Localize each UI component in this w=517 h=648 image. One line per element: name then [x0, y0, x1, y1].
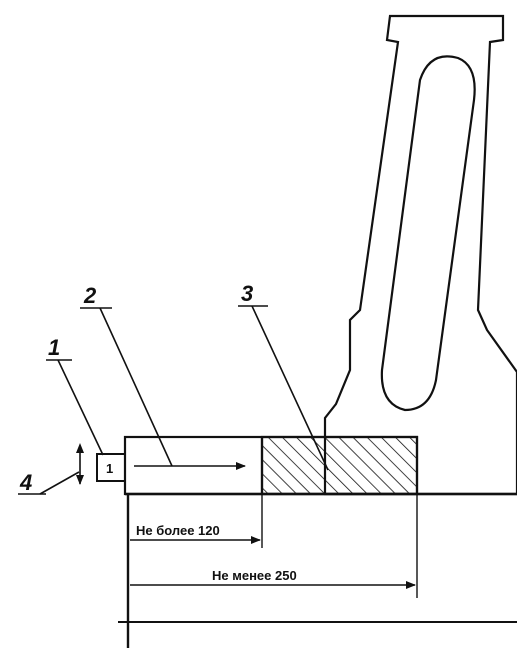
dimension-min-label: Не менее 250 [212, 568, 297, 583]
callout-1: 1 [46, 335, 104, 456]
callout-4-label: 4 [19, 470, 32, 495]
hatched-zone [260, 435, 419, 496]
callout-1-label: 1 [48, 335, 60, 360]
callout-2-label: 2 [83, 283, 97, 308]
slot [380, 55, 476, 412]
dimension-max-label: Не более 120 [136, 523, 220, 538]
dimension-max: Не более 120 [130, 494, 263, 548]
callout-3: 3 [238, 281, 329, 471]
sensor-box [96, 453, 126, 482]
upright-part [323, 14, 517, 496]
callout-3-label: 3 [241, 281, 253, 306]
callout-2: 2 [80, 283, 173, 467]
dimension-min: Не менее 250 [130, 494, 418, 598]
sensor-box-label: 1 [106, 461, 113, 476]
callout-4: 4 [18, 470, 80, 495]
